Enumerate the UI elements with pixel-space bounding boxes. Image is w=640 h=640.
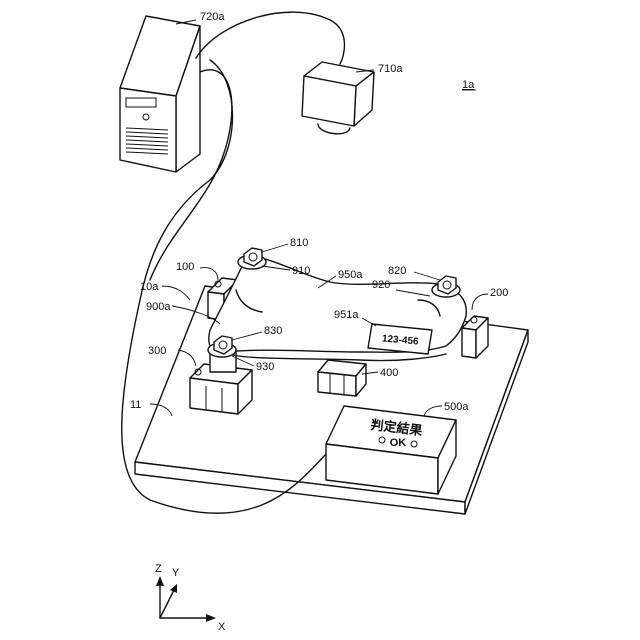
fixture-400 [318, 360, 366, 396]
camera [302, 62, 374, 134]
id-tag: 123-456 [368, 324, 432, 354]
label-system: 1a [462, 79, 475, 91]
label-11: 11 [130, 399, 141, 411]
result-display: 判定結果 OK [326, 406, 456, 494]
label-820: 820 [388, 265, 406, 277]
axis-z-label: Z [155, 563, 162, 575]
axis-y-label: Y [172, 567, 180, 579]
label-computer: 720a [200, 11, 225, 23]
label-500: 500a [444, 401, 469, 413]
computer-tower [120, 16, 200, 172]
label-10: 10a [140, 281, 159, 293]
label-951: 951a [334, 309, 359, 321]
bolt-810 [238, 248, 266, 269]
label-400: 400 [380, 367, 398, 379]
axis-x-label: X [218, 621, 226, 633]
display-result: OK [390, 437, 407, 449]
workpiece-900a: 123-456 [208, 248, 466, 361]
label-930: 930 [256, 361, 274, 373]
label-camera: 710a [378, 63, 403, 75]
label-910: 910 [292, 265, 310, 277]
axis-triad: Z Y X [155, 563, 226, 633]
label-200: 200 [490, 287, 508, 299]
label-900: 900a [146, 301, 171, 313]
label-300: 300 [148, 345, 166, 357]
label-920: 920 [372, 279, 390, 291]
label-810: 810 [290, 237, 308, 249]
label-100: 100 [176, 261, 194, 273]
label-950: 950a [338, 269, 363, 281]
label-830: 830 [264, 325, 282, 337]
